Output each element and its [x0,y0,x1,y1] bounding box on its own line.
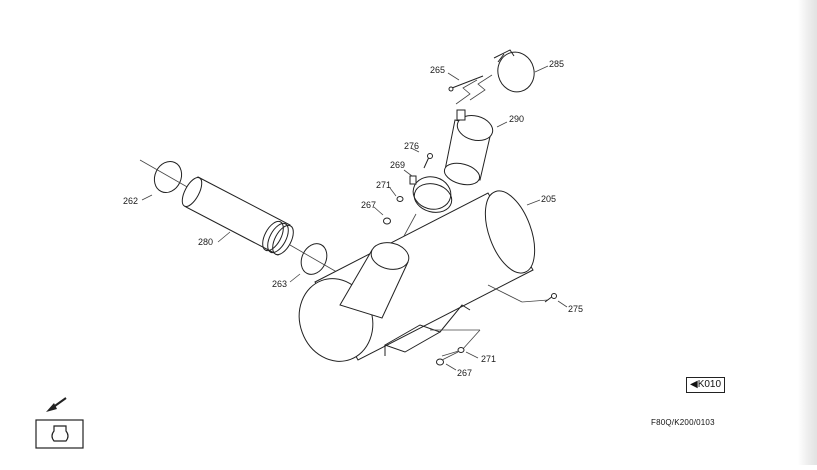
callout-267-lower: 267 [457,368,472,378]
callout-262: 262 [123,196,138,206]
pipe-280 [181,176,294,256]
washer-271-lower [457,347,465,353]
muffler-205 [298,190,549,362]
break-line [469,74,493,101]
bolt-275 [544,293,557,303]
callout-263: 263 [272,279,287,289]
leader-lines [141,65,568,371]
engine-view-symbol-icon [35,419,84,449]
pipe-290 [443,109,494,186]
break-line-2 [455,79,478,105]
callout-267-upper: 267 [361,200,376,210]
callout-276: 276 [404,141,419,151]
callout-280: 280 [198,237,213,247]
callout-205: 205 [541,194,556,204]
gasket-263 [289,243,343,276]
callout-271-lower: 271 [481,354,496,364]
washer-271-upper [396,196,404,202]
scan-edge-shadow [798,0,817,465]
bolt-276 [423,153,433,169]
callout-275: 275 [568,304,583,314]
callout-285: 285 [549,59,564,69]
callout-269: 269 [390,160,405,170]
rain-cap-285 [493,49,535,93]
front-direction-arrow-icon [46,397,67,412]
clamp-ring-269 [403,175,453,237]
drawing-code: F80Q/K200/0103 [651,418,715,427]
pin-265 [448,75,484,92]
reference-tag[interactable]: ◀K010 [686,377,726,393]
lower-bolt-line [441,351,459,361]
callout-271-upper: 271 [376,180,391,190]
callout-265: 265 [430,65,445,75]
nut-267-upper [383,217,391,225]
callout-290: 290 [509,114,524,124]
nut-267-lower [436,358,444,366]
